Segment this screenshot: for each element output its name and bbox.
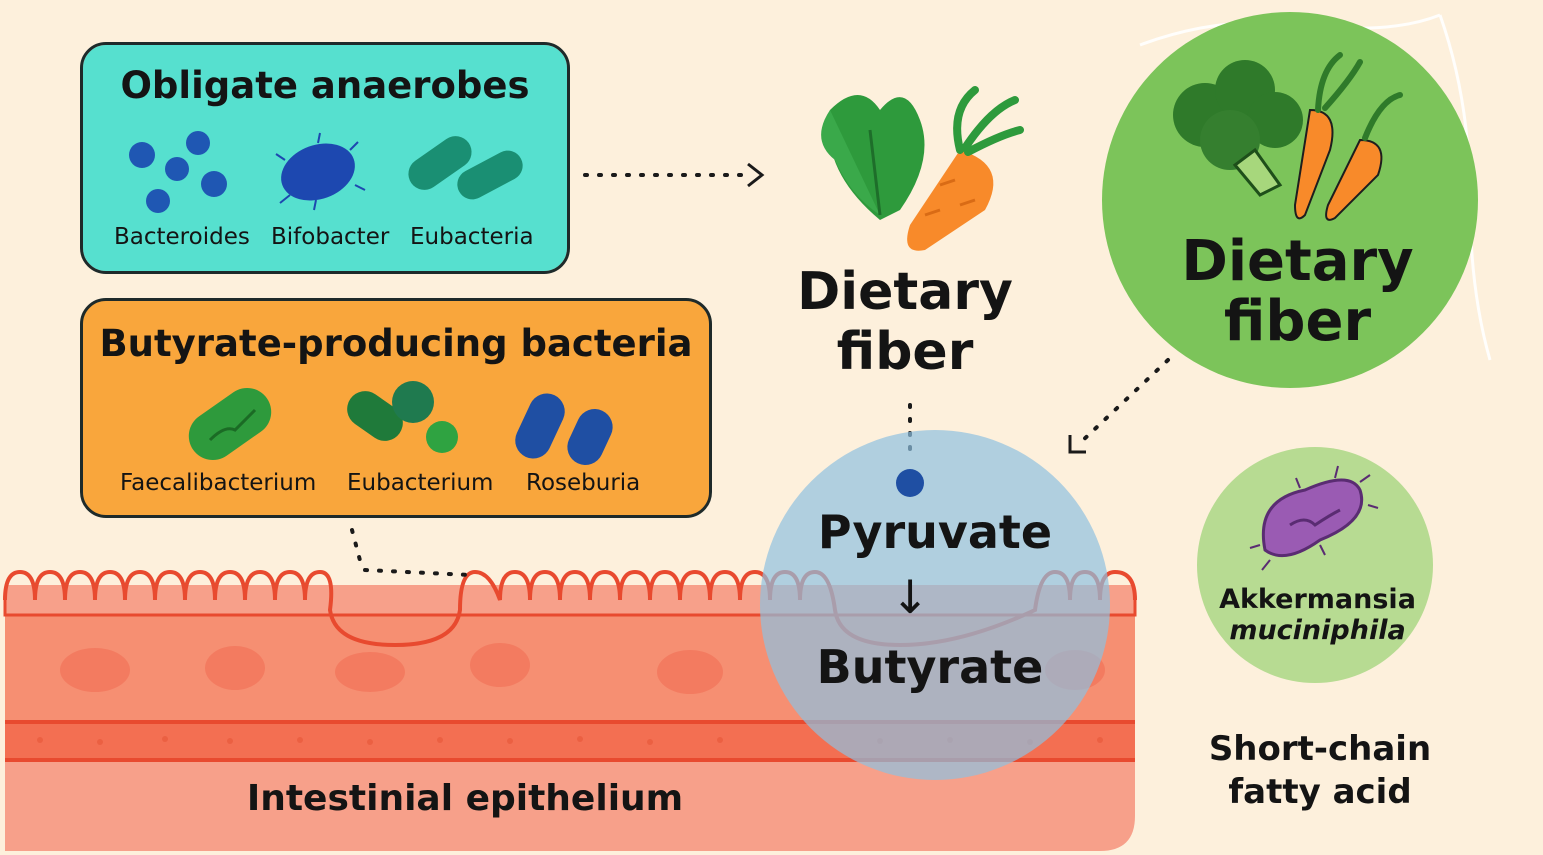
- species-roseburia: Roseburia: [526, 470, 641, 496]
- scfa-label: Short-chain fatty acid: [1180, 728, 1460, 814]
- akkermansia-species: muciniphila: [1229, 615, 1406, 646]
- species-bifobacter: Bifobacter: [271, 224, 390, 250]
- fiber-circle-line2: fiber: [1223, 289, 1372, 354]
- arrow-fiber-circle-to-metabolism: [1068, 358, 1170, 454]
- eubacterium-icon: [347, 381, 458, 453]
- dietary-fiber-line1: Dietary: [797, 262, 1013, 322]
- scfa-line2: fatty acid: [1228, 772, 1412, 812]
- bacteroides-icon: [129, 131, 227, 213]
- metabolism-arrow: ↓: [890, 570, 930, 624]
- bifobacter-icon: [275, 132, 366, 211]
- dietary-fiber-label: Dietary fiber: [780, 262, 1030, 382]
- dietary-fiber-line2: fiber: [836, 322, 974, 382]
- species-eubacterium: Eubacterium: [347, 470, 494, 496]
- obligate-anaerobes-title: Obligate anaerobes: [120, 64, 530, 107]
- butyrate-label: Butyrate: [816, 640, 1044, 694]
- akkermansia-circle: [1197, 447, 1433, 683]
- metabolism-circle: [760, 430, 1110, 780]
- arrow-anaerobes-to-fiber: [583, 162, 765, 188]
- butyrate-bacteria-title: Butyrate-producing bacteria: [99, 322, 693, 365]
- faecalibacterium-icon: [188, 387, 272, 461]
- akkermansia-label: Akkermansia muciniphila: [1200, 584, 1435, 646]
- epithelium-label: Intestinial epithelium: [246, 778, 684, 819]
- species-bacteroides: Bacteroides: [114, 224, 250, 250]
- obligate-anaerobes-panel: [80, 42, 570, 274]
- species-faecalibacterium: Faecalibacterium: [120, 470, 317, 496]
- connector-epithelium-dots: [363, 568, 472, 577]
- fiber-circle-label: Dietary fiber: [1160, 232, 1435, 352]
- fiber-circle: [1102, 12, 1492, 388]
- roseburia-icon: [515, 393, 613, 465]
- vegetables-icon: [821, 86, 1024, 251]
- fiber-circle-line1: Dietary: [1181, 229, 1414, 294]
- pyruvate-label: Pyruvate: [817, 505, 1053, 559]
- scfa-line1: Short-chain: [1208, 729, 1432, 769]
- akkermansia-icon: [1249, 465, 1379, 571]
- eubacteria-icon: [408, 136, 523, 200]
- connector-butyrate-bacteria-to-epithelium: [350, 528, 364, 570]
- species-eubacteria: Eubacteria: [410, 224, 534, 250]
- pyruvate-dot: [896, 469, 924, 497]
- akkermansia-genus: Akkermansia: [1219, 584, 1416, 615]
- broccoli-icon: [1173, 60, 1303, 197]
- carrots-icon: [1293, 52, 1403, 221]
